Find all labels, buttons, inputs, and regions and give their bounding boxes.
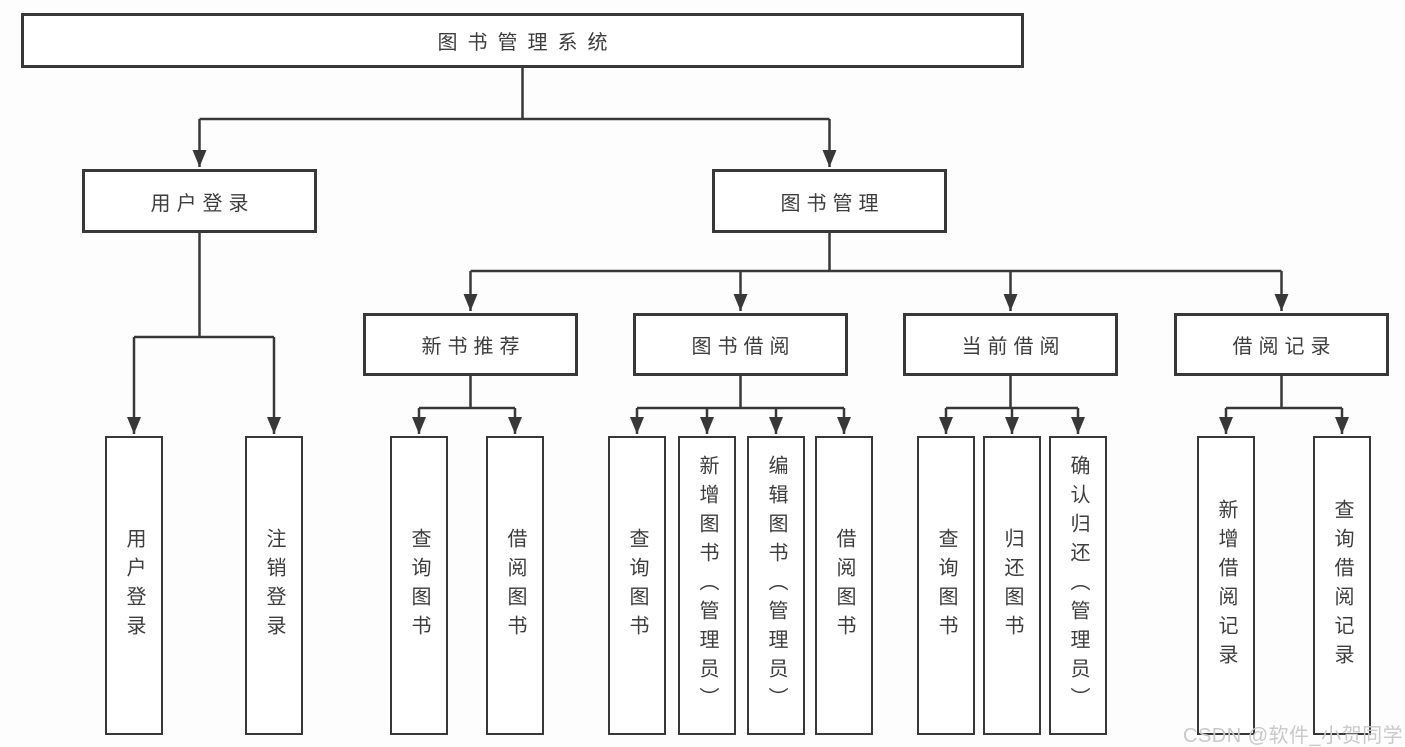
leaf-current-query-books: 查询图书 <box>917 436 975 735</box>
node-label: 图书管理 <box>780 192 885 215</box>
leaf-edit-books-admin: 编辑图书（管理员） <box>747 436 805 735</box>
leaf-label: 查询图书 <box>935 527 957 644</box>
leaf-label: 查询图书 <box>408 527 430 644</box>
node-label: 图书管理系统 <box>437 32 618 54</box>
node-user-login: 用户登录 <box>82 169 317 233</box>
node-book-management: 图书管理 <box>712 169 947 233</box>
leaf-user-login: 用户登录 <box>105 436 163 735</box>
leaf-label: 借阅图书 <box>833 527 855 644</box>
leaf-label: 新增借阅记录 <box>1215 498 1237 673</box>
node-borrowing-records: 借阅记录 <box>1174 313 1389 376</box>
node-library-management-system: 图书管理系统 <box>21 13 1024 68</box>
leaf-recommend-borrow-books: 借阅图书 <box>486 436 544 735</box>
leaf-label: 编辑图书（管理员） <box>765 455 787 716</box>
leaf-label: 查询借阅记录 <box>1331 498 1353 673</box>
node-label: 用户登录 <box>150 192 255 215</box>
leaf-confirm-return-admin: 确认归还（管理员） <box>1049 436 1107 735</box>
leaf-label: 新增图书（管理员） <box>696 455 718 716</box>
node-new-book-recommend: 新书推荐 <box>363 313 578 376</box>
leaf-recommend-query-books: 查询图书 <box>390 436 448 735</box>
node-label: 当前借阅 <box>961 336 1066 358</box>
leaf-label: 确认归还（管理员） <box>1067 455 1089 716</box>
node-label: 新书推荐 <box>421 336 526 358</box>
leaf-borrowing-borrow-books: 借阅图书 <box>815 436 873 735</box>
node-current-borrowing: 当前借阅 <box>903 313 1118 376</box>
leaf-label: 归还图书 <box>1001 527 1023 644</box>
leaf-logout: 注销登录 <box>245 436 303 735</box>
node-label: 借阅记录 <box>1232 336 1337 358</box>
leaf-add-books-admin: 新增图书（管理员） <box>678 436 736 735</box>
leaf-query-borrow-record: 查询借阅记录 <box>1313 436 1371 735</box>
leaf-label: 用户登录 <box>123 527 145 644</box>
leaf-return-books: 归还图书 <box>983 436 1041 735</box>
csdn-watermark: CSDN @软件_小贺同学 <box>1183 725 1404 747</box>
leaf-borrowing-query-books: 查询图书 <box>608 436 666 735</box>
leaf-label: 注销登录 <box>263 527 285 644</box>
leaf-add-borrow-record: 新增借阅记录 <box>1197 436 1255 735</box>
node-book-borrowing: 图书借阅 <box>633 313 848 376</box>
leaf-label: 查询图书 <box>626 527 648 644</box>
leaf-label: 借阅图书 <box>504 527 526 644</box>
node-label: 图书借阅 <box>691 336 796 358</box>
